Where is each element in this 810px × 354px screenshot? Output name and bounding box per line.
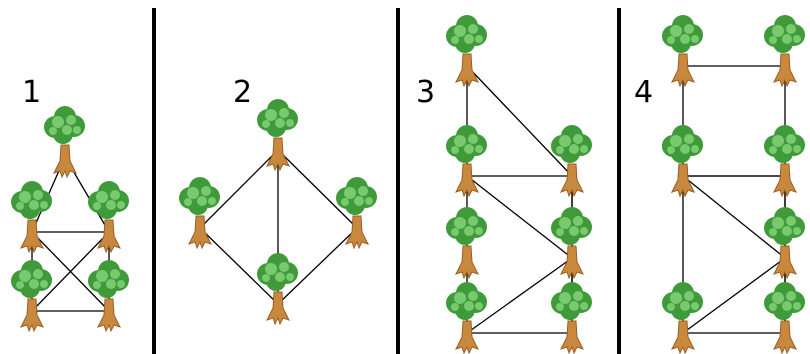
tree-icon: [445, 124, 488, 197]
graph-edge: [466, 65, 573, 177]
tree-icon: [10, 259, 53, 332]
tree-icon: [256, 252, 299, 325]
tree-icon: [178, 176, 221, 249]
tree-icon: [43, 105, 86, 178]
graph-edge: [277, 227, 358, 305]
panel-number: 3: [416, 75, 435, 110]
tree-icon: [445, 206, 488, 279]
graph-edge: [682, 175, 786, 259]
graph-edge: [682, 257, 786, 334]
graph-edge: [199, 227, 279, 305]
panel-number: 4: [634, 75, 653, 110]
tree-icon: [550, 281, 593, 354]
tree-icon: [763, 14, 806, 87]
graph-edge: [466, 257, 573, 334]
tree-icon: [661, 281, 704, 354]
graph-edge: [466, 175, 573, 259]
tree-icon: [10, 180, 53, 253]
graph-edge: [277, 149, 358, 229]
panel-number: 1: [22, 75, 41, 110]
panel-number: 2: [233, 75, 252, 110]
tree-icon: [87, 180, 130, 253]
tree-icon: [763, 206, 806, 279]
tree-icon: [661, 124, 704, 197]
tree-icon: [550, 206, 593, 279]
tree-icon: [256, 98, 299, 171]
panel-dividers: [152, 8, 621, 354]
graph-edge: [199, 149, 279, 229]
tree-icon: [445, 281, 488, 354]
panel-1: 1: [10, 75, 130, 332]
graph-edge: [31, 231, 110, 312]
panel-2: 2: [178, 75, 378, 325]
tree-icon: [445, 14, 488, 87]
tree-icon: [661, 14, 704, 87]
tree-icon: [763, 281, 806, 354]
panel-4: 4: [634, 14, 806, 354]
panel-3: 3: [416, 14, 593, 354]
tree-icon: [763, 124, 806, 197]
